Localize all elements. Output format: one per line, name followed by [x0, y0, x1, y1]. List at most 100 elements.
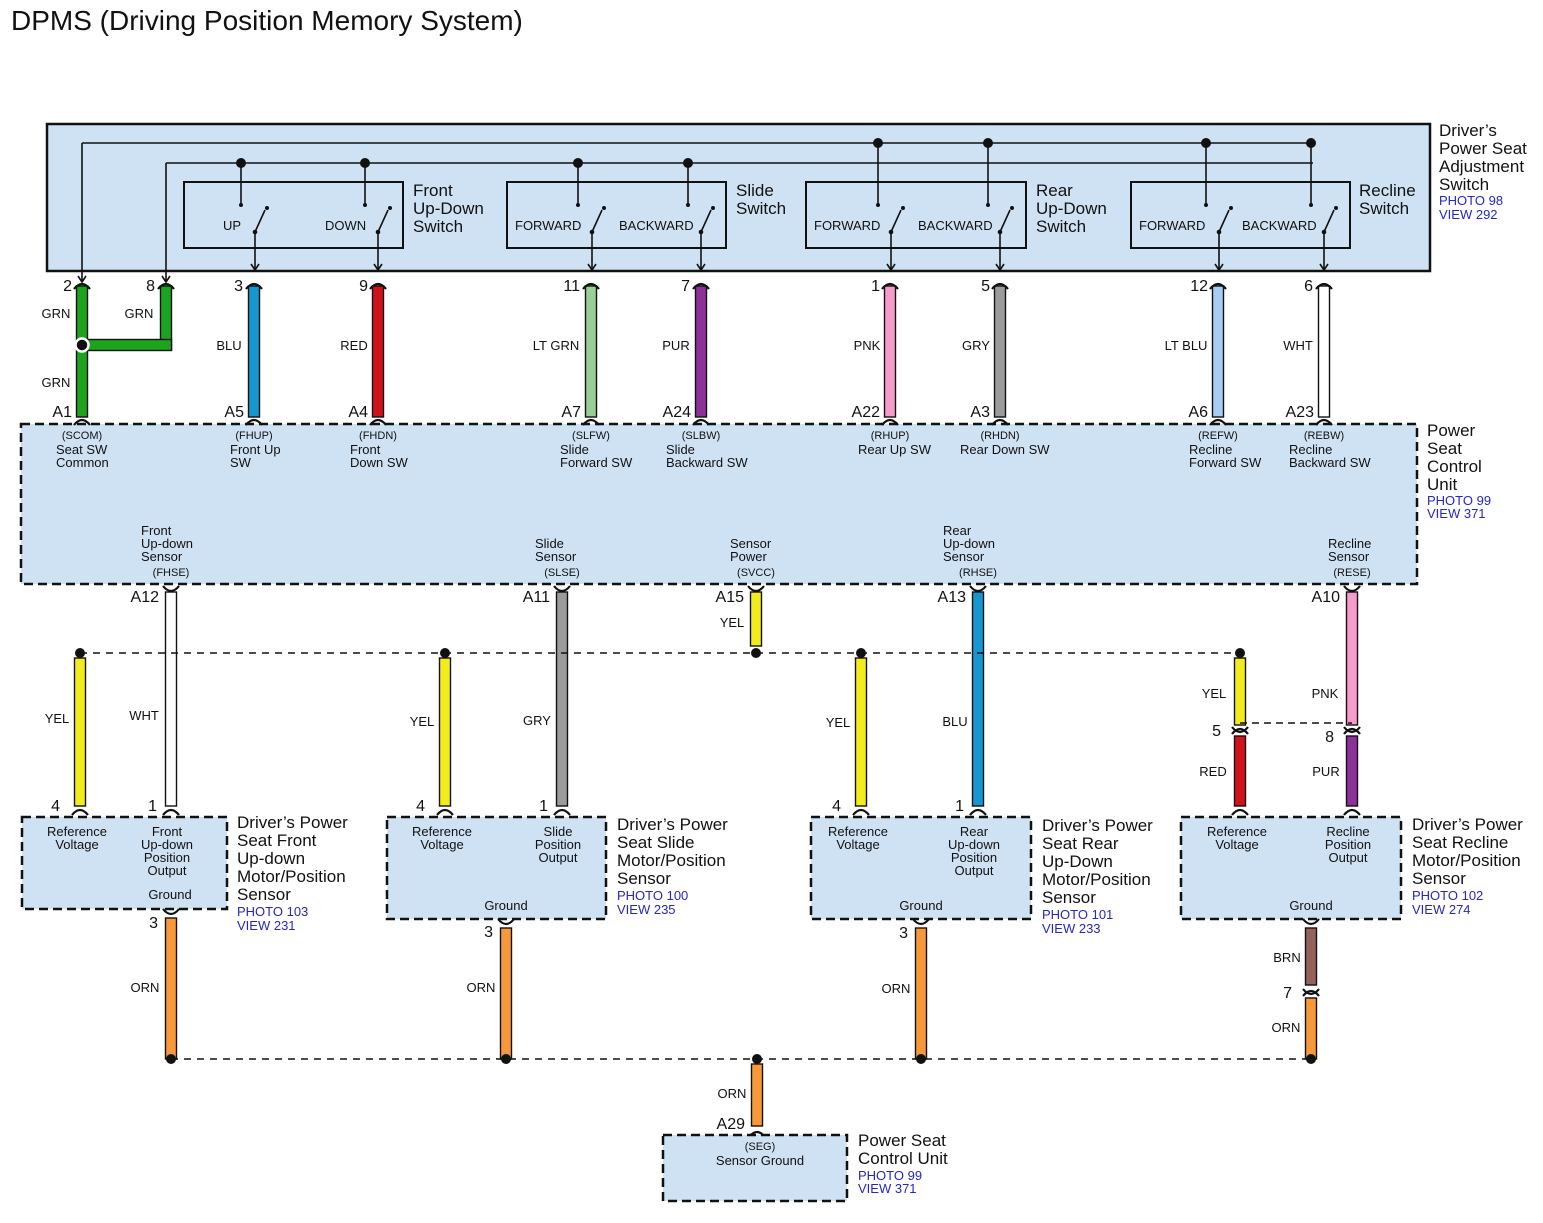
sensor-input-label: Sensor [1328, 549, 1370, 564]
sensor-output-label: Output [954, 863, 993, 878]
switch-output-arrow [696, 263, 706, 272]
sensor-output-label: Position [1325, 837, 1371, 852]
adjustment-switch-name: Driver’s [1439, 121, 1497, 140]
ecu-connector-terminal [1209, 418, 1227, 426]
control-unit-view-ref: VIEW 371 [1427, 506, 1486, 521]
sensor-pin-number: 3 [899, 925, 908, 942]
ecu-pin-number: A1 [52, 404, 72, 421]
ecu-signal-code: (RHDN) [980, 430, 1019, 442]
sensor-pin-number: 1 [148, 798, 157, 815]
sensor-input-label: Power [730, 549, 768, 564]
wire-color-label: WHT [129, 708, 159, 723]
sensor-box-0 [20, 815, 229, 911]
sensor-name: Driver’s Power [237, 813, 348, 832]
ecu-sensor-terminal [747, 585, 765, 593]
control-unit-name: Seat [1427, 439, 1462, 458]
sensor-ref-label: Reference [828, 824, 888, 839]
ground-junction [166, 1054, 176, 1064]
switch-pin-number: 9 [359, 278, 368, 295]
inline-connector-terminal [1231, 726, 1249, 734]
sensor-box-1 [385, 815, 608, 921]
switch-box-3 [1130, 181, 1351, 249]
wire-color-label: ORN [467, 980, 496, 995]
wire-yel-ref [1233, 657, 1247, 726]
subswitch-name-2: Rear [1036, 181, 1073, 200]
sensor-name: Driver’s Power [1412, 815, 1523, 834]
sensor-output-label: Output [1328, 850, 1367, 865]
sensor-name: Seat Recline [1412, 833, 1508, 852]
contact-point [711, 206, 715, 210]
control-unit-photo-ref: PHOTO 99 [1427, 493, 1491, 508]
subswitch-name-3: Recline [1359, 181, 1416, 200]
sensor-ground-label: Ground [148, 887, 191, 902]
ecu-signal-code: (REFW) [1198, 430, 1238, 442]
sensor-ground-terminal [497, 918, 515, 926]
switch-contact-label: BACKWARD [918, 218, 993, 233]
ecu-sensor-pin: A11 [523, 589, 550, 606]
sensor-terminal [162, 808, 180, 816]
ecu-signal-code: (FHDN) [359, 430, 397, 442]
sensor-signal-code: (RHSE) [959, 567, 997, 579]
switch-output-arrow [1214, 263, 1224, 272]
page-title: DPMS (Driving Position Memory System) [11, 5, 523, 36]
ecu-input-description: Slide [560, 442, 589, 457]
wire-color-label: PNK [854, 338, 881, 353]
ecu-connector-terminal [245, 418, 263, 426]
sensor-signal-code: (SLSE) [544, 567, 579, 579]
ecu-input-description: Seat SW [56, 442, 108, 457]
ground-unit-box [661, 1133, 849, 1203]
sensor-photo-ref: PHOTO 103 [237, 904, 308, 919]
wire-gry [993, 285, 1007, 418]
inline-connector-terminal [1343, 727, 1361, 735]
wire-color-label: RED [1199, 764, 1226, 779]
subswitch-name-0: Up-Down [413, 199, 484, 218]
switch-contact-label: FORWARD [515, 218, 581, 233]
sensor-name: Sensor [617, 869, 671, 888]
bus-junction [440, 648, 450, 658]
sensor-signal-code: (RESE) [1333, 567, 1370, 579]
switch-blade [377, 209, 389, 233]
wire-lt-grn [584, 285, 598, 418]
bus-junction [751, 648, 761, 658]
sensor-signal-code: (FHSE) [153, 567, 190, 579]
wire-orn-gnd [914, 927, 928, 1060]
switch-blade [999, 209, 1011, 233]
sensor-name: Sensor [1042, 888, 1096, 907]
switch-pin-number: 5 [981, 278, 990, 295]
switch-output-arrow [250, 263, 260, 272]
ecu-signal-code: (SLBW) [682, 430, 721, 442]
sensor-view-ref: VIEW 231 [237, 918, 296, 933]
adjustment-switch-name: Adjustment [1439, 157, 1524, 176]
sensor-input-label: Up-down [943, 536, 995, 551]
wire-color-label: WHT [1283, 338, 1313, 353]
sensor-ref-label: Voltage [420, 837, 463, 852]
wire-color-label: YEL [720, 615, 745, 630]
sensor-ref-label: Reference [1207, 824, 1267, 839]
sensor-output-label: Position [951, 850, 997, 865]
sensor-input-label: Sensor [141, 549, 183, 564]
ecu-signal-code: (FHUP) [235, 430, 272, 442]
wire-color-label: LT BLU [1165, 338, 1208, 353]
ecu-pin-number: A3 [970, 404, 990, 421]
sensor-output-label: Position [535, 837, 581, 852]
contact-point [576, 203, 580, 207]
sensor-pin-number: 3 [484, 924, 493, 941]
sensor-pin-number: 4 [51, 798, 60, 815]
bus-junction [75, 648, 85, 658]
wire-color-label: ORN [882, 981, 911, 996]
inline-connector-terminal [1343, 726, 1361, 734]
wire-color-label: PUR [1312, 764, 1339, 779]
wire-yel-ref [438, 657, 452, 807]
sensor-name: Motor/Position [1412, 851, 1521, 870]
ecu-pin-number: A4 [348, 404, 368, 421]
ecu-connector-terminal [692, 418, 710, 426]
wire-blu-rhse [971, 591, 985, 807]
sensor-view-ref: VIEW 274 [1412, 902, 1471, 917]
ecu-input-description: Common [56, 455, 109, 470]
sensor-output-label: Front [152, 824, 183, 839]
sensor-input-label: Rear [943, 523, 972, 538]
sensor-input-label: Sensor [535, 549, 577, 564]
contact-point [986, 203, 990, 207]
pin8-arrow [161, 275, 171, 284]
ecu-input-description: SW [230, 455, 252, 470]
